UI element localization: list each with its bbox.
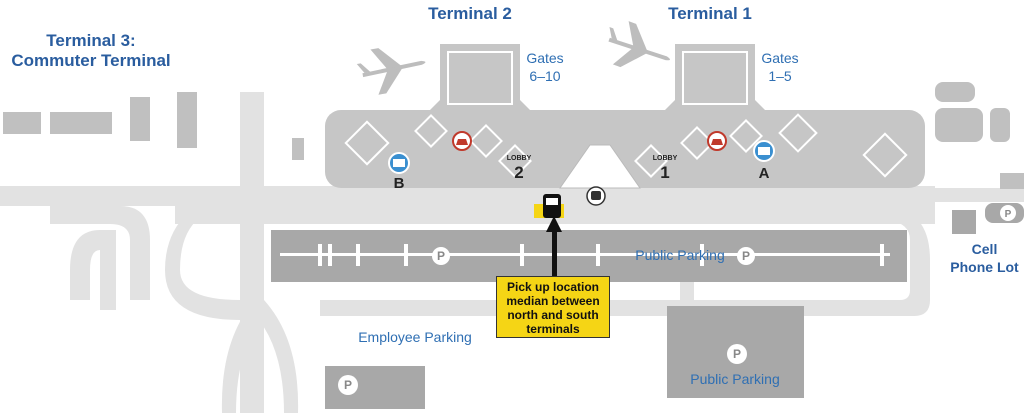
center-canopy	[559, 144, 641, 189]
public-parking-lot-label: Public Parking	[690, 371, 780, 387]
bus-icon	[586, 186, 606, 206]
gates-6-10-line2: 6–10	[529, 68, 561, 84]
callout-line1: Pick up location	[506, 280, 599, 294]
gates-1-5-line2: 1–5	[768, 68, 792, 84]
gates-6-10-line1: Gates	[526, 50, 564, 66]
terminal-3-title: Terminal 3: Commuter Terminal	[0, 31, 182, 71]
terminal-details	[344, 51, 908, 178]
cell-phone-lot-line2: Phone Lot	[950, 259, 1019, 275]
restaurant-icon	[707, 131, 727, 151]
cell-phone-lot-label: Cell Phone Lot	[945, 240, 1024, 276]
public-parking-main-label: Public Parking	[635, 247, 725, 263]
callout-line4: terminals	[526, 322, 580, 336]
lobby-1-word: LOBBY	[653, 155, 678, 162]
taxi-icon	[543, 194, 561, 218]
door-b-label: B	[394, 175, 405, 192]
parking-lane-marks	[280, 244, 890, 266]
terminal-1-title: Terminal 1	[668, 4, 752, 23]
lobby-labels: LOBBY 2 LOBBY 1 B A	[394, 155, 770, 192]
baggage-claim-icon	[388, 152, 410, 174]
airplane-icon	[608, 21, 670, 68]
parking-icon	[338, 205, 1016, 395]
cell-phone-lot-line1: Cell	[971, 241, 998, 257]
parking-symbol: P	[437, 249, 445, 263]
pickup-arrow	[546, 216, 562, 276]
parking-symbol: P	[733, 347, 741, 361]
parking-symbol: P	[742, 249, 750, 263]
parking-symbol: P	[344, 378, 352, 392]
gates-1-5-line1: Gates	[761, 50, 799, 66]
callout-line3: north and south	[507, 308, 599, 322]
callout-line2: median between	[506, 294, 600, 308]
roads	[0, 92, 1024, 413]
parking-symbol: P	[1005, 209, 1012, 220]
gates-6-10-label: Gates 6–10	[510, 49, 580, 85]
terminal-2-title: Terminal 2	[428, 4, 512, 23]
terminal-3-line2: Commuter Terminal	[11, 51, 171, 70]
terminal-3-line1: Terminal 3:	[46, 31, 136, 50]
baggage-claim-icon	[753, 140, 775, 162]
lobby-1-number: 1	[660, 163, 669, 182]
lobby-2-number: 2	[514, 163, 523, 182]
restaurant-icon	[452, 131, 472, 151]
door-a-label: A	[759, 165, 770, 182]
gates-1-5-label: Gates 1–5	[745, 49, 815, 85]
commuter-buildings	[3, 82, 1024, 189]
pickup-callout: Pick up location median between north an…	[496, 276, 610, 338]
main-terminal-building	[325, 44, 925, 188]
airplane-icon	[356, 48, 426, 95]
lobby-2-word: LOBBY	[507, 155, 532, 162]
employee-parking-label: Employee Parking	[358, 329, 472, 345]
parking-symbol-labels: P P P P P	[344, 209, 1012, 392]
